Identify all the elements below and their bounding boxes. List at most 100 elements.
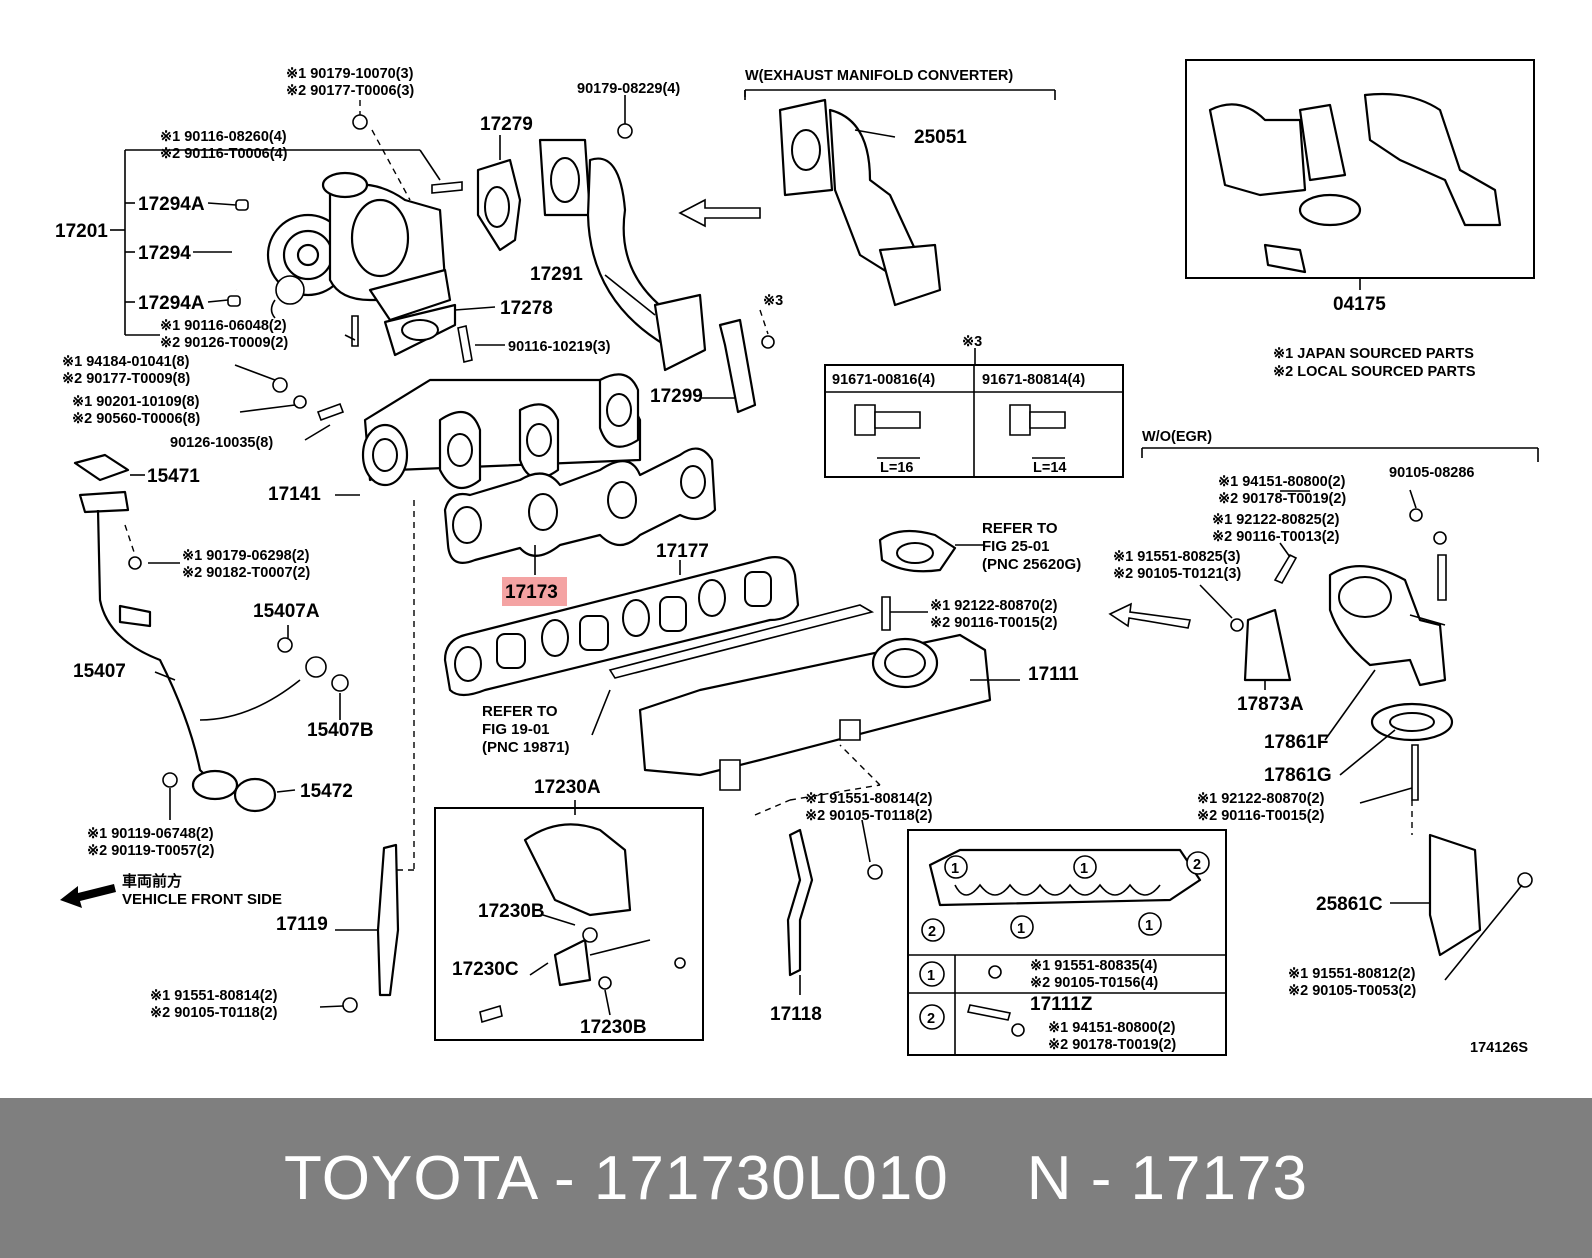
label-17294A-top[interactable]: 17294A — [138, 194, 205, 215]
label-290105-T0118-b[interactable]: ※2 90105-T0118(2) — [150, 1005, 278, 1021]
inset-callout-2a: 2 — [1186, 851, 1210, 875]
label-191551-80814-b[interactable]: ※1 91551-80814(2) — [150, 988, 278, 1004]
label-17111Z[interactable]: 17111Z — [1030, 994, 1093, 1015]
label-192122-80825[interactable]: ※1 92122-80825(2) — [1212, 512, 1340, 528]
label-17173[interactable]: 17173 — [505, 582, 558, 603]
label-17141[interactable]: 17141 — [268, 484, 321, 505]
label-17119[interactable]: 17119 — [276, 914, 328, 935]
turbocharger-drawing — [266, 171, 452, 322]
label-290560-T0006[interactable]: ※2 90560-T0006(8) — [72, 411, 200, 427]
label-17299[interactable]: 17299 — [650, 386, 703, 407]
inset-row2-part-2: ※2 90178-T0019(2) — [1048, 1037, 1176, 1053]
label-290116-T0015-a[interactable]: ※2 90116-T0015(2) — [930, 615, 1058, 631]
label-17177[interactable]: 17177 — [656, 541, 709, 562]
bracket-17118-drawing — [786, 828, 814, 977]
label-17230B-top[interactable]: 17230B — [478, 901, 545, 922]
inset-row1-part-2: ※2 90105-T0156(4) — [1030, 975, 1158, 991]
label-190116-08260[interactable]: ※1 90116-08260(4) — [160, 129, 287, 145]
inset-17230A-box — [434, 807, 704, 1041]
label-17294[interactable]: 17294 — [138, 243, 191, 264]
label-17278[interactable]: 17278 — [500, 298, 553, 319]
label-17291[interactable]: 17291 — [530, 264, 583, 285]
label-190116-06048[interactable]: ※1 90116-06048(2) — [160, 318, 287, 334]
label-190201-10109[interactable]: ※1 90201-10109(8) — [72, 394, 200, 410]
label-194184-01041[interactable]: ※1 94184-01041(8) — [62, 354, 190, 370]
label-15407A[interactable]: 15407A — [253, 601, 320, 622]
svg-text:1: 1 — [1017, 921, 1025, 937]
label-17201[interactable]: 17201 — [55, 221, 108, 242]
label-refer-19-line2[interactable]: FIG 19-01 — [482, 721, 550, 738]
label-refer-25-line3: (PNC 25620G) — [982, 556, 1081, 573]
inset-callout-2b: 2 — [921, 918, 945, 942]
oil-pipe-15407-drawing — [73, 453, 349, 813]
label-290182-T0007[interactable]: ※2 90182-T0007(2) — [182, 565, 310, 581]
label-290177-T0009[interactable]: ※2 90177-T0009(8) — [62, 371, 190, 387]
label-90126-10035[interactable]: 90126-10035(8) — [170, 435, 273, 451]
label-290116-T0006[interactable]: ※2 90116-T0006(4) — [160, 146, 288, 162]
rail-bracket-drawing — [608, 604, 875, 679]
label-17861F[interactable]: 17861F — [1264, 732, 1328, 753]
inset-callout-1b: 1 — [1073, 855, 1097, 879]
label-17230A[interactable]: 17230A — [534, 777, 601, 798]
inset-callout-1a: 1 — [944, 855, 968, 879]
intake-manifold-17111-drawing — [638, 633, 992, 791]
label-191551-80825[interactable]: ※1 91551-80825(3) — [1113, 549, 1241, 565]
label-290116-T0013[interactable]: ※2 90116-T0013(2) — [1212, 529, 1340, 545]
label-17294A-bottom[interactable]: 17294A — [138, 293, 205, 314]
label-191551-80812[interactable]: ※1 91551-80812(2) — [1288, 966, 1416, 982]
label-17118[interactable]: 17118 — [770, 1004, 822, 1025]
label-star3-a: ※3 — [763, 293, 783, 309]
stud-bolts-drawing — [272, 114, 633, 422]
label-192122-80870-a[interactable]: ※1 92122-80870(2) — [930, 598, 1058, 614]
label-290116-T0015-b[interactable]: ※2 90116-T0015(2) — [1197, 808, 1325, 824]
label-190179-06298[interactable]: ※1 90179-06298(2) — [182, 548, 310, 564]
parts-diagram: 91671-00816(4) 91671-80814(4) L=16 L=14 … — [55, 59, 1539, 1056]
label-290126-T0009[interactable]: ※2 90126-T0009(2) — [160, 335, 288, 351]
label-290105-T0118-a[interactable]: ※2 90105-T0118(2) — [805, 808, 933, 824]
label-17111[interactable]: 17111 — [1028, 664, 1079, 685]
label-194151-80800-a[interactable]: ※1 94151-80800(2) — [1218, 474, 1346, 490]
label-25051[interactable]: 25051 — [914, 127, 967, 148]
label-192122-80870-b[interactable]: ※1 92122-80870(2) — [1197, 791, 1325, 807]
label-290178-T0019-a[interactable]: ※2 90178-T0019(2) — [1218, 491, 1346, 507]
label-vehicle-front-jp: 車両前方 — [122, 872, 182, 890]
label-15472[interactable]: 15472 — [300, 781, 353, 802]
label-190119-06748[interactable]: ※1 90119-06748(2) — [87, 826, 214, 842]
label-15471[interactable]: 15471 — [147, 466, 200, 487]
label-90179-08229[interactable]: 90179-08229(4) — [577, 81, 680, 97]
inset-17111Z-box — [907, 829, 1227, 1056]
direction-arrow-left — [678, 198, 761, 228]
label-17230C[interactable]: 17230C — [452, 959, 519, 980]
bracket-17119-drawing — [376, 843, 400, 997]
label-290105-T0053[interactable]: ※2 90105-T0053(2) — [1288, 983, 1416, 999]
inset-row2-key: 2 — [919, 1004, 945, 1030]
footer-brand-part-number: TOYOTA - 171730L010 — [284, 1143, 949, 1213]
label-25861C[interactable]: 25861C — [1316, 894, 1383, 915]
label-290177-T0006[interactable]: ※2 90177-T0006(3) — [286, 83, 414, 99]
label-17861G[interactable]: 17861G — [1264, 765, 1332, 786]
footer-bar: TOYOTA - 171730L010 N - 17173 — [0, 1098, 1592, 1258]
label-17230B-bottom[interactable]: 17230B — [580, 1017, 647, 1038]
label-90116-10219[interactable]: 90116-10219(3) — [508, 339, 611, 355]
label-290119-T0057[interactable]: ※2 90119-T0057(2) — [87, 843, 215, 859]
label-15407B[interactable]: 15407B — [307, 720, 374, 741]
label-exhaust-manifold-converter: W(EXHAUST MANIFOLD CONVERTER) — [745, 68, 1013, 84]
bolt-table-col1-header: 91671-00816(4) — [832, 372, 935, 388]
label-17279[interactable]: 17279 — [480, 114, 533, 135]
label-191551-80814-a[interactable]: ※1 91551-80814(2) — [805, 791, 933, 807]
leader-lines — [110, 89, 1539, 1016]
svg-text:2: 2 — [1193, 857, 1201, 873]
label-15407[interactable]: 15407 — [73, 661, 126, 682]
bracket-17873A-drawing — [1243, 608, 1292, 682]
label-90105-08286[interactable]: 90105-08286 — [1389, 465, 1474, 481]
label-190179-10070[interactable]: ※1 90179-10070(3) — [286, 66, 414, 82]
label-04175[interactable]: 04175 — [1333, 294, 1386, 315]
note-japan-sourced: ※1 JAPAN SOURCED PARTS — [1273, 346, 1474, 362]
exhaust-pipe-17291-drawing — [538, 138, 707, 372]
inset-row1-part-1: ※1 91551-80835(4) — [1030, 958, 1158, 974]
note-local-sourced: ※2 LOCAL SOURCED PARTS — [1273, 364, 1476, 380]
label-290105-T0121[interactable]: ※2 90105-T0121(3) — [1113, 566, 1241, 582]
label-refer-25-line2[interactable]: FIG 25-01 — [982, 538, 1050, 555]
bolt-table: 91671-00816(4) 91671-80814(4) L=16 L=14 — [824, 364, 1124, 478]
label-17873A[interactable]: 17873A — [1237, 694, 1304, 715]
